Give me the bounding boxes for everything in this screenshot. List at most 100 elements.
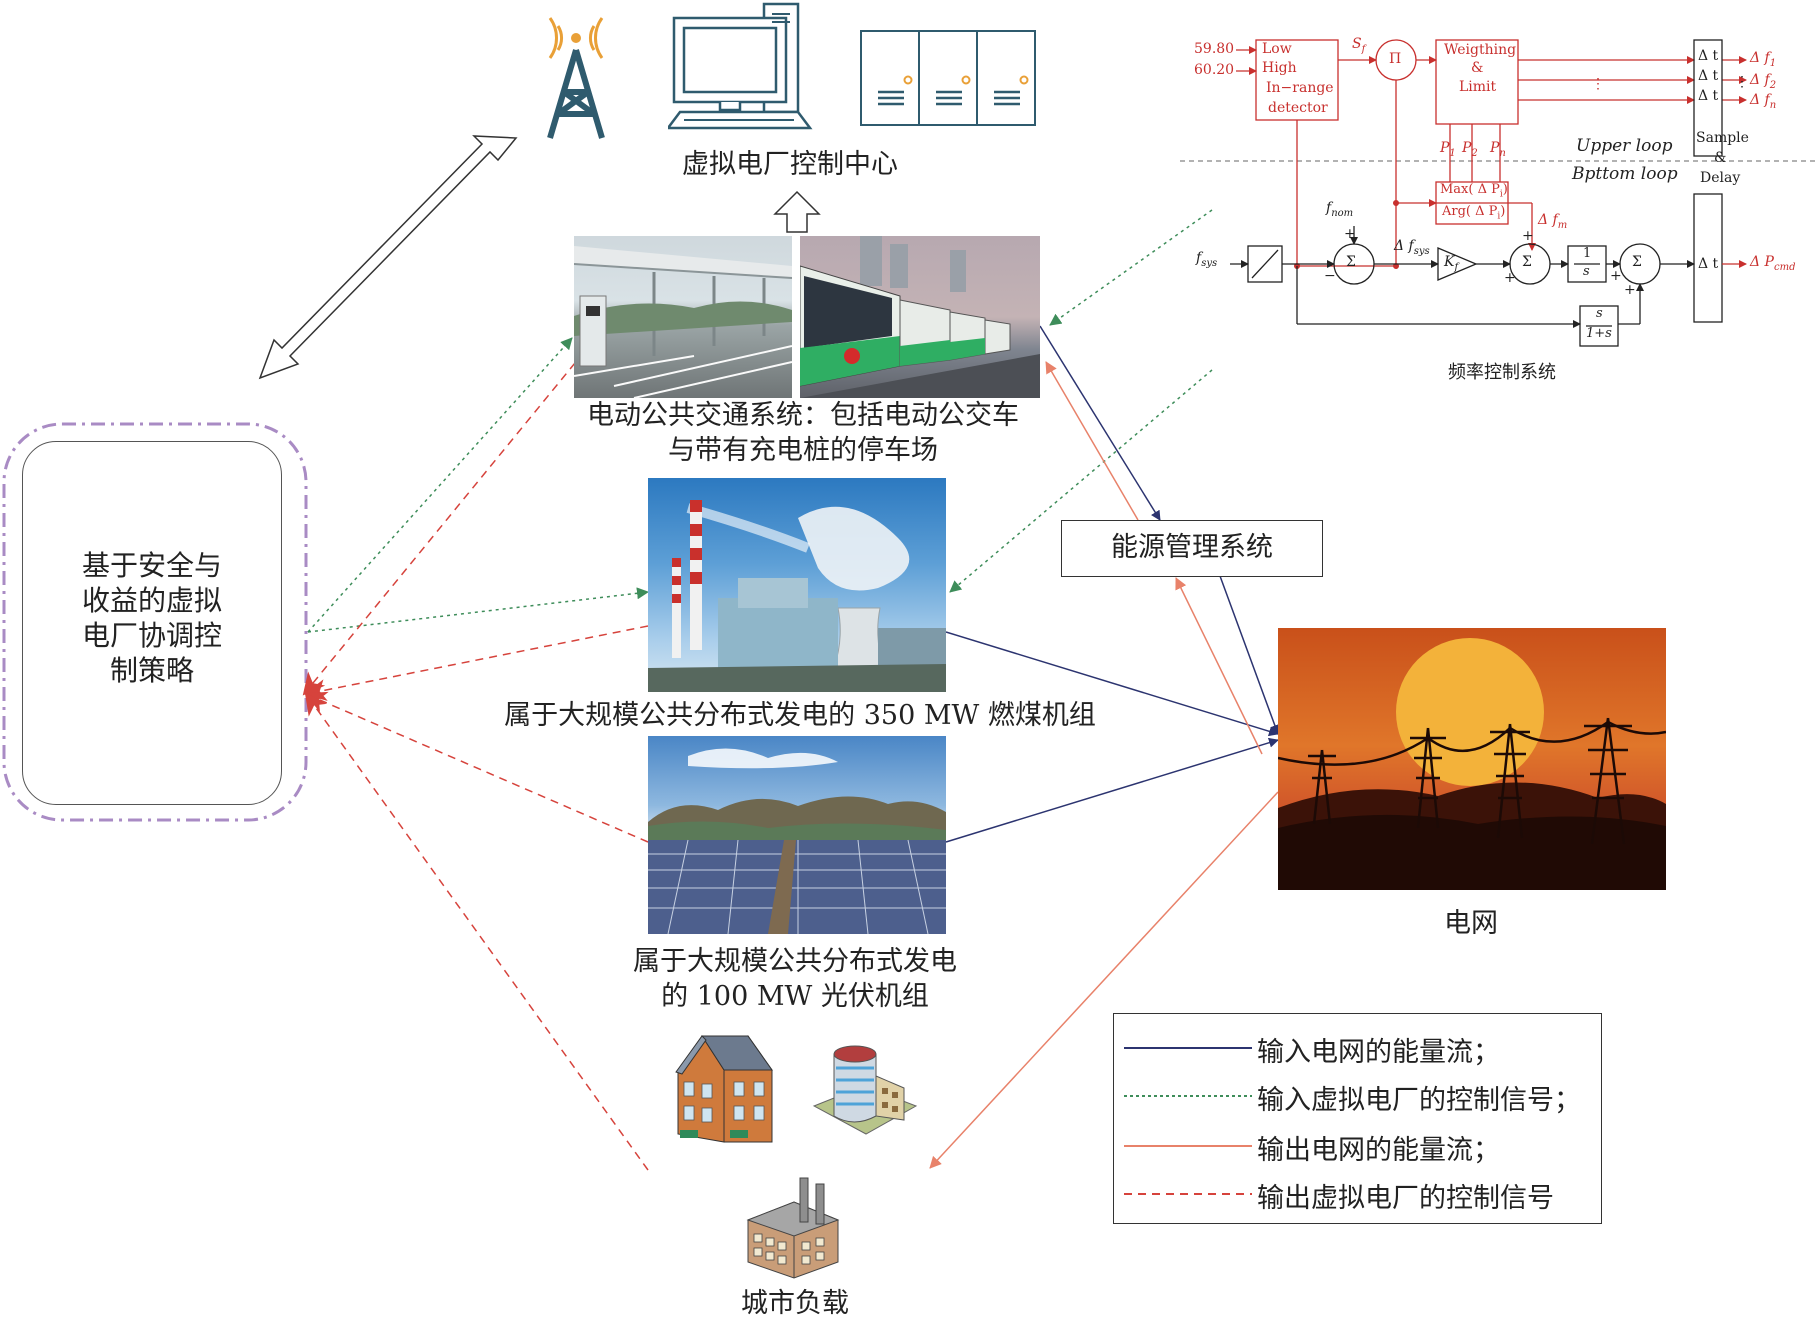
fc-dots-right: ⋮ — [1735, 74, 1749, 90]
charging-parking-photo — [574, 236, 792, 398]
legend: 输入电网的能量流； 输入虚拟电厂的控制信号； 输出电网的能量流； 输出虚拟电厂的… — [1113, 1013, 1602, 1224]
fc-int-num: 1 — [1583, 246, 1592, 261]
computer-icon — [668, 2, 813, 130]
vpp-center-label: 虚拟电厂控制中心 — [682, 149, 898, 180]
fc-pn: Pn — [1490, 140, 1506, 159]
fc-detector-label: detector — [1268, 100, 1328, 116]
factory-icon — [746, 1177, 840, 1279]
energy-bus-ems — [1039, 325, 1161, 521]
grid-label: 电网 — [1444, 908, 1498, 939]
ctrl-out-pv — [304, 691, 649, 843]
fc-delta-pcmd: Δ Pcmd — [1750, 254, 1796, 273]
energy-grid-load — [929, 791, 1279, 1169]
legend-item: 输入虚拟电厂的控制信号； — [1114, 1074, 1601, 1116]
fc-detector-high: High — [1262, 60, 1297, 76]
fc-sf: Sf — [1352, 36, 1366, 55]
energy-coal-grid — [945, 631, 1279, 737]
fc-dots-mid: ⋮ — [1591, 76, 1605, 92]
fc-sample-amp: & — [1714, 150, 1727, 166]
legend-item-label: 输出电网的能量流； — [1257, 1135, 1500, 1166]
frequency-control-system: 59.80 60.20 Low High In−range detector S… — [1180, 0, 1818, 390]
fc-f-sys: fsys — [1196, 250, 1218, 269]
electric-bus-photo — [800, 236, 1040, 398]
fc-dt-4: Δ t — [1698, 256, 1719, 272]
urban-load-label: 城市负载 — [741, 1288, 849, 1319]
fc-plus-sigma3: + — [1610, 268, 1622, 284]
pv-plant-photo — [648, 736, 946, 934]
ctrl-out-coal — [304, 625, 649, 701]
fc-delay: Delay — [1700, 170, 1741, 186]
fc-detector-low: Low — [1262, 41, 1292, 57]
fc-delta-fm: Δ fm — [1538, 212, 1568, 231]
house-icon — [675, 1035, 773, 1143]
office-building-icon — [812, 1045, 918, 1135]
fc-wiring — [1180, 39, 1818, 347]
fc-plus-sigma2-top: + — [1522, 228, 1534, 244]
fc-dt-2: Δ t — [1698, 68, 1719, 84]
bus-label-line-2: 与带有充电桩的停车场 — [668, 435, 938, 466]
strategy-label-line-2: 收益的虚拟 — [81, 584, 222, 617]
strategy-label-line-1: 基于安全与 — [81, 549, 222, 582]
energy-ems-grid — [1219, 575, 1280, 735]
legend-item: 输入电网的能量流； — [1114, 1026, 1601, 1068]
fc-p2: P2 — [1462, 140, 1478, 159]
fc-int-den: s — [1583, 264, 1590, 279]
fc-plus-sigma3-bottom: + — [1624, 282, 1636, 298]
ctrl-in-bus — [307, 337, 573, 633]
energy-ems-bus — [1045, 361, 1139, 521]
legend-item-label: 输入虚拟电厂的控制信号； — [1257, 1085, 1581, 1116]
legend-item: 输出电网的能量流； — [1114, 1124, 1601, 1166]
legend-item-label: 输出虚拟电厂的控制信号 — [1257, 1183, 1554, 1214]
ctrl-in-coal — [307, 587, 649, 633]
fc-pi: Π — [1389, 51, 1402, 67]
fc-detector-in-range: In−range — [1266, 80, 1334, 96]
fc-dfn: Δ fn — [1750, 92, 1777, 111]
ems-label: 能源管理系统 — [1111, 532, 1273, 563]
tower-icon — [547, 17, 605, 139]
fc-plus-sigma2: + — [1504, 270, 1516, 286]
grid-photo — [1278, 628, 1666, 890]
coal-plant-photo — [648, 478, 946, 692]
fc-f-low: 60.20 — [1194, 62, 1235, 78]
double-arrow — [258, 135, 518, 380]
fc-hp-num: s — [1596, 306, 1603, 321]
fc-weighting: Weigthing — [1444, 42, 1517, 58]
fc-arg: Arg( Δ Pi) — [1442, 204, 1506, 222]
fc-sigma-1: Σ — [1346, 254, 1356, 270]
coal-label: 属于大规模公共分布式发电的 350 MW 燃煤机组 — [504, 700, 1096, 731]
fc-limit: Limit — [1459, 79, 1497, 95]
fc-sigma-2: Σ — [1522, 254, 1532, 270]
fc-upper-loop: Upper loop — [1576, 136, 1673, 156]
ctrl-out-load — [304, 692, 649, 1171]
fc-dt-1: Δ t — [1698, 48, 1719, 64]
legend-item: 输出虚拟电厂的控制信号 — [1114, 1172, 1601, 1214]
fc-dt-3: Δ t — [1698, 88, 1719, 104]
fc-weighting-amp: & — [1471, 60, 1484, 76]
strategy-label-line-3: 电厂协调控 — [81, 619, 222, 652]
fc-bottom-loop: Bpttom loop — [1572, 164, 1678, 184]
pv-label-line-2: 的 100 MW 光伏机组 — [661, 981, 929, 1012]
energy-pv-grid — [945, 737, 1279, 843]
fc-delta-fsys: Δ fsys — [1394, 238, 1430, 257]
fc-df1: Δ f1 — [1750, 50, 1777, 69]
fc-f-high: 59.80 — [1194, 41, 1235, 57]
fc-p1: P1 — [1440, 140, 1456, 159]
strategy-label-line-4: 制策略 — [109, 654, 194, 687]
bus-label-line-1: 电动公共交通系统：包括电动公交车 — [587, 400, 1019, 431]
fc-caption: 频率控制系统 — [1448, 362, 1556, 383]
strategy-box — [22, 441, 282, 805]
ctrl-in-fc-coal — [949, 369, 1213, 593]
fc-hp-den: 1+s — [1586, 326, 1612, 341]
fc-max: Max( Δ Pi) — [1440, 182, 1508, 200]
fc-plus-fnom: + — [1344, 226, 1356, 242]
fc-sigma-3: Σ — [1632, 254, 1642, 270]
legend-item-label: 输入电网的能量流； — [1257, 1037, 1500, 1068]
ems-box — [1061, 520, 1323, 577]
ctrl-out-bus — [302, 351, 585, 696]
up-arrow — [773, 190, 821, 233]
fc-minus: − — [1324, 268, 1336, 284]
energy-grid-ems — [1175, 577, 1263, 755]
fc-sample: Sample — [1696, 130, 1749, 146]
